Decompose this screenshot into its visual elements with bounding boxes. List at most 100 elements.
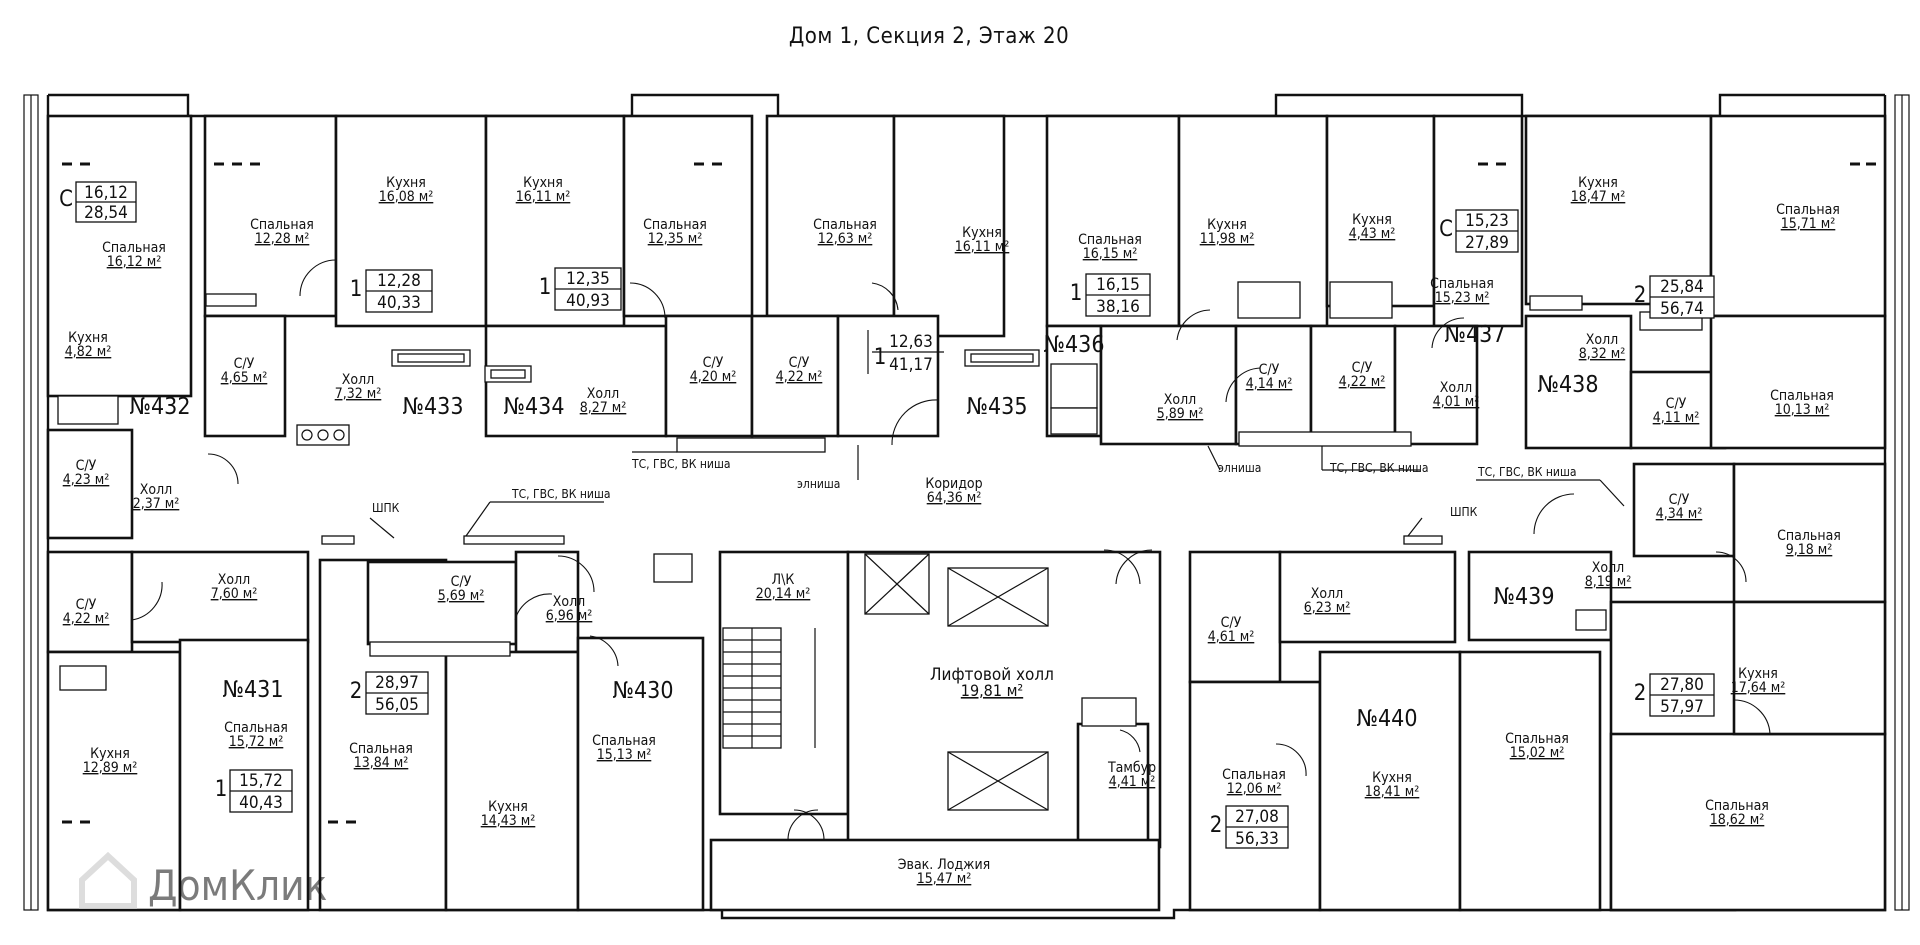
svg-text:С/У: С/У: [1352, 360, 1373, 376]
svg-text:4,11 м²: 4,11 м²: [1653, 410, 1700, 426]
elevator-shafts: [864, 553, 1049, 811]
svg-text:Л\К: Л\К: [772, 572, 795, 588]
electrical-niche-label: элниша: [797, 477, 840, 491]
svg-text:4,82 м²: 4,82 м²: [65, 344, 112, 360]
room-label: С/У4,22 м²: [776, 355, 823, 385]
svg-text:Холл: Холл: [342, 372, 374, 388]
svg-text:Спальная: Спальная: [250, 217, 314, 233]
svg-text:Холл: Холл: [218, 572, 250, 588]
svg-text:С/У: С/У: [703, 355, 724, 371]
plan-title: Дом 1, Секция 2, Этаж 20: [789, 24, 1069, 49]
svg-text:Кухня: Кухня: [386, 175, 426, 191]
apartment-summary: 1 12,28 40,33: [350, 269, 433, 313]
svg-text:Лифтовой холл: Лифтовой холл: [930, 665, 1054, 685]
svg-text:Кухня: Кухня: [488, 799, 528, 815]
apartment-summary: С 16,12 28,54: [59, 181, 137, 223]
window-markers: [62, 162, 1876, 824]
house-logo-icon: [79, 851, 137, 909]
svg-text:4,61 м²: 4,61 м²: [1208, 629, 1255, 645]
apartment-number: №433: [402, 394, 463, 420]
room-label: С/У4,23 м²: [63, 458, 110, 488]
svg-text:7,60 м²: 7,60 м²: [211, 586, 258, 602]
svg-text:15,72 м²: 15,72 м²: [229, 734, 284, 750]
svg-text:20,14 м²: 20,14 м²: [756, 586, 811, 602]
svg-text:6,23 м²: 6,23 м²: [1304, 600, 1351, 616]
svg-text:2: 2: [1210, 813, 1223, 838]
svg-text:56,74: 56,74: [1660, 299, 1704, 319]
svg-text:15,47 м²: 15,47 м²: [917, 871, 972, 887]
niche-label: ТС, ГВС, ВК ниша: [631, 457, 730, 471]
svg-text:Спальная: Спальная: [102, 240, 166, 256]
svg-text:14,43 м²: 14,43 м²: [481, 813, 536, 829]
svg-text:57,97: 57,97: [1660, 697, 1704, 717]
niche-label: ТС, ГВС, ВК ниша: [511, 487, 610, 501]
apartment-number: №432: [129, 394, 190, 420]
room-label: С/У4,22 м²: [1339, 360, 1386, 390]
svg-text:5,89 м²: 5,89 м²: [1157, 406, 1204, 422]
svg-text:С/У: С/У: [789, 355, 810, 371]
svg-text:1: 1: [215, 777, 228, 802]
svg-text:12,63 м²: 12,63 м²: [818, 231, 873, 247]
svg-text:41,17: 41,17: [889, 355, 933, 375]
svg-text:Спальная: Спальная: [349, 741, 413, 757]
svg-text:Холл: Холл: [1164, 392, 1196, 408]
svg-text:4,22 м²: 4,22 м²: [776, 369, 823, 385]
svg-text:Спальная: Спальная: [1430, 276, 1494, 292]
svg-text:18,62 м²: 18,62 м²: [1710, 812, 1765, 828]
svg-text:Спальная: Спальная: [1770, 388, 1834, 404]
svg-text:27,89: 27,89: [1465, 233, 1509, 253]
svg-text:12,06 м²: 12,06 м²: [1227, 781, 1282, 797]
apartment-summary: 2 27,08 56,33: [1210, 805, 1289, 849]
svg-text:16,15 м²: 16,15 м²: [1083, 246, 1138, 262]
apartment-number: №431: [222, 677, 283, 703]
niche-label: ТС, ГВС, ВК ниша: [1329, 461, 1428, 475]
room-label: С/У5,69 м²: [438, 574, 485, 604]
svg-text:Спальная: Спальная: [1078, 232, 1142, 248]
room-label: С/У4,65 м²: [221, 356, 268, 386]
svg-text:18,41 м²: 18,41 м²: [1365, 784, 1420, 800]
svg-text:15,23: 15,23: [1465, 211, 1509, 231]
svg-text:12,35: 12,35: [566, 269, 610, 289]
svg-text:25,84: 25,84: [1660, 277, 1704, 297]
svg-text:2: 2: [350, 679, 363, 704]
apartment-summary: 1 12,63 41,17: [867, 330, 944, 375]
svg-text:Холл: Холл: [553, 594, 585, 610]
svg-text:4,22 м²: 4,22 м²: [1339, 374, 1386, 390]
room-label: С/У4,22 м²: [63, 597, 110, 627]
svg-text:С/У: С/У: [234, 356, 255, 372]
interior-walls-top: [46, 114, 1887, 604]
niche-label: ТС, ГВС, ВК ниша: [1477, 465, 1576, 479]
svg-text:12,89 м²: 12,89 м²: [83, 760, 138, 776]
svg-text:1: 1: [350, 277, 363, 302]
svg-text:15,72: 15,72: [239, 771, 283, 791]
svg-text:40,93: 40,93: [566, 291, 610, 311]
watermark: ДомКлик: [79, 851, 328, 910]
fire-cabinet-label: ШПК: [372, 501, 400, 515]
apartment-number: №430: [612, 678, 673, 704]
svg-text:15,23 м²: 15,23 м²: [1435, 290, 1490, 306]
svg-text:Холл: Холл: [1586, 332, 1618, 348]
svg-text:1: 1: [1070, 281, 1083, 306]
svg-text:15,13 м²: 15,13 м²: [597, 747, 652, 763]
apartment-summary: 2 25,84 56,74: [1634, 275, 1715, 319]
svg-text:С: С: [1439, 217, 1453, 242]
svg-text:Кухня: Кухня: [523, 175, 563, 191]
svg-text:7,32 м²: 7,32 м²: [335, 386, 382, 402]
room-label: С/У4,11 м²: [1653, 396, 1700, 426]
